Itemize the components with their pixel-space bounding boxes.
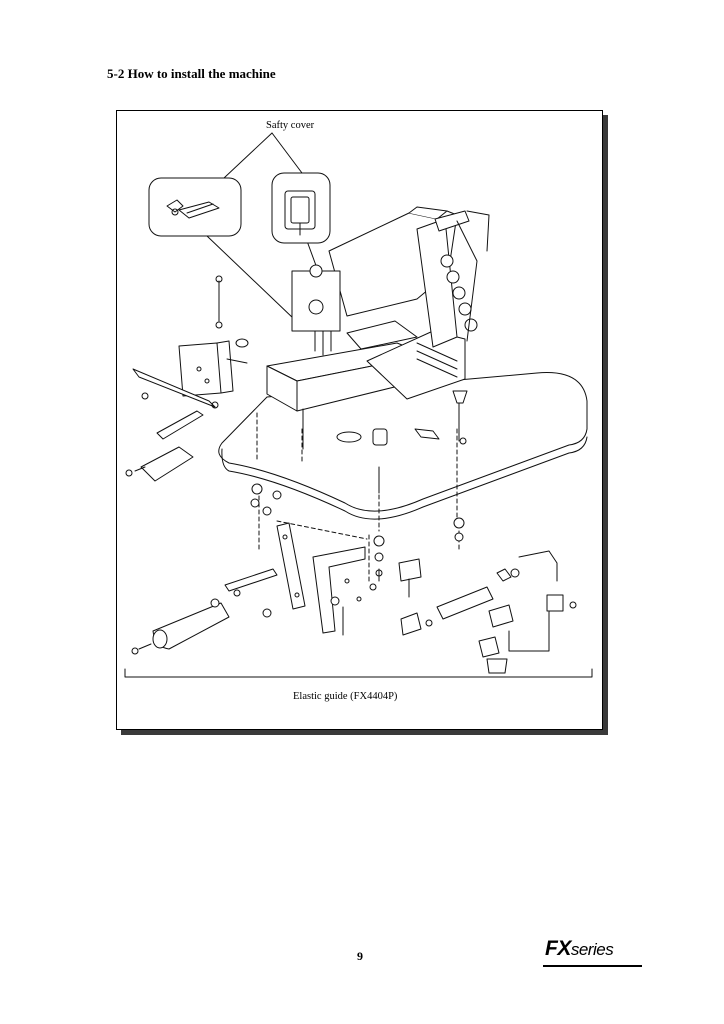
fx-series-logo: FXseries [545, 937, 614, 961]
safety-cover-detail-right [271, 172, 331, 244]
safety-cover-detail-left [148, 177, 242, 237]
elastic-guide-label: Elastic guide (FX4404P) [293, 691, 398, 702]
logo-underline [543, 965, 642, 967]
safety-cover-label: Safty cover [266, 120, 315, 131]
section-title: 5-2 How to install the machine [107, 66, 276, 81]
elastic-guide-bracket [124, 668, 593, 678]
knee-lifter-assembly [131, 522, 366, 655]
elastic-guide-parts [344, 550, 577, 674]
logo-main: FX [545, 937, 571, 960]
tension-assembly [434, 210, 490, 342]
logo-sub: series [570, 940, 614, 959]
exploded-view-drawing [124, 132, 593, 678]
installation-figure: Safty cover Elastic guide (FX4404P) [116, 110, 603, 730]
left-bracket-parts [125, 275, 249, 482]
page-number: 9 [357, 949, 363, 963]
sewing-machine [266, 206, 466, 412]
table-hardware [250, 390, 468, 562]
callout-lines [206, 132, 319, 320]
